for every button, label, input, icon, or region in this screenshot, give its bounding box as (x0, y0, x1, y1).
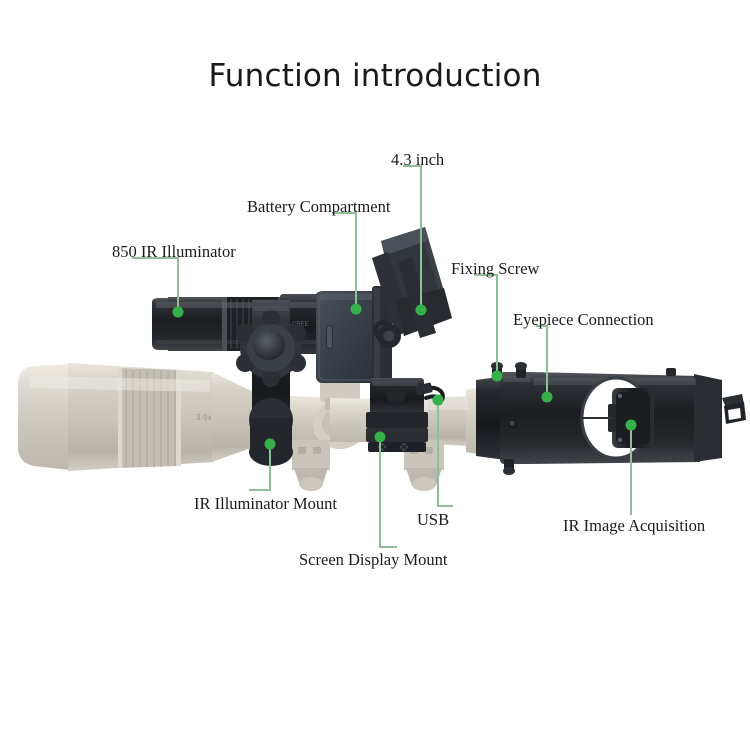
eyepiece-connection-tube (476, 372, 534, 464)
callout-label-battery-compartment: Battery Compartment (247, 197, 391, 216)
callout-label-screen-display-mount: Screen Display Mount (299, 550, 448, 569)
dot-screen-display-mount (374, 431, 386, 443)
leader-850-ir-illuminator (132, 257, 179, 313)
dot-usb (432, 394, 444, 406)
ir-camera-module (608, 388, 654, 448)
dot-eyepiece-connection (541, 391, 553, 403)
dot-ir-illuminator-mount (264, 438, 276, 450)
usb-connector (415, 382, 433, 396)
svg-text:3-9x: 3-9x (196, 413, 212, 422)
leader-eyepiece-connection (536, 325, 548, 398)
dot-ir-image-acquisition (625, 419, 637, 431)
callout-label-fixing-screw: Fixing Screw (451, 259, 540, 278)
callout-label-850-ir-illuminator: 850 IR Illuminator (112, 242, 236, 261)
leader-screen-display-mount (379, 436, 397, 548)
callout-label-eyepiece-connection: Eyepiece Connection (513, 310, 654, 329)
fixing-screws (491, 362, 527, 475)
dot-battery-compartment (350, 303, 362, 315)
callout-label-usb: USB (417, 510, 450, 529)
callout-label-ir-illuminator-mount: IR Illuminator Mount (194, 494, 337, 513)
leader-4-3-inch (403, 165, 422, 311)
scope-ring-mount-bases (292, 440, 444, 491)
mount-thumb-knob (236, 309, 306, 387)
picatinny-rail-mount (366, 378, 428, 452)
side-clip (722, 394, 746, 424)
dot-fixing-screw (491, 370, 503, 382)
rifle-scope-objective-bell: 3-9x (18, 363, 330, 471)
illuminator-ring-mount (236, 300, 306, 466)
leader-battery-compartment (332, 212, 357, 310)
ir-camera-housing (530, 368, 746, 464)
leader-ir-illuminator-mount (249, 443, 271, 491)
dot-850-ir-illuminator (172, 306, 184, 318)
callout-label-ir-image-acquisition: IR Image Acquisition (563, 516, 706, 535)
leader-usb (437, 399, 453, 507)
leader-fixing-screw (474, 274, 498, 377)
callout-label-4-3-inch: 4.3 inch (391, 150, 445, 169)
page-title: Function introduction (208, 58, 542, 94)
leader-dots (172, 303, 637, 450)
dot-4-3-inch (415, 304, 427, 316)
